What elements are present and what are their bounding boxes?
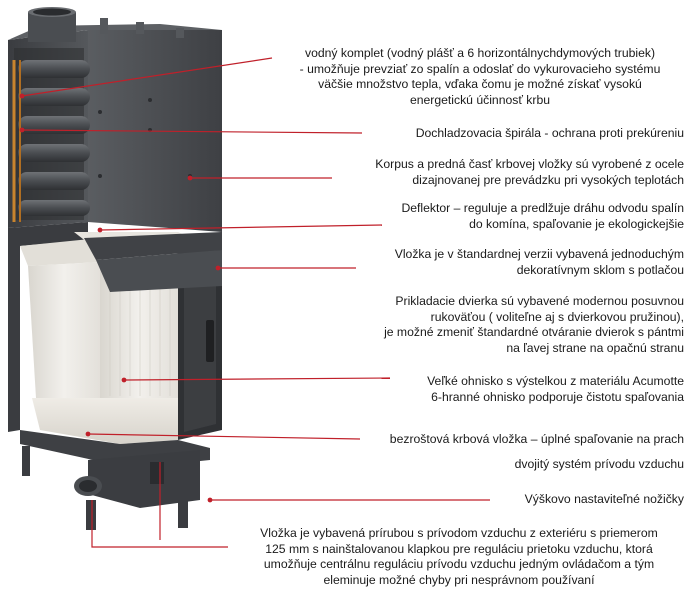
callout-water-set: vodný komplet (vodný plášť a 6 horizontá… [276,46,684,108]
flue-outlet [28,7,76,42]
callout-firebox-line-2: 6-hranné ohnisko podporuje čistotu spaľo… [431,389,684,404]
firebox-body [8,222,210,468]
callout-air-flange-line-3: umožňuje centrálnu reguláciu prívodu vzd… [263,557,655,572]
callout-body-steel-line-1: Korpus a predná časť krbovej vložky sú v… [375,157,684,171]
callout-glass-line-1: Vložka je v štandardnej verzii vybavená … [394,247,684,261]
callout-dual-air-line-1: dvojitý systém prívodu vzduchu [514,457,684,471]
callout-water-set-line-4: energetickú účinnosť krbu [409,92,551,107]
callout-firebox: Veľké ohnisko s výstelkou z materiálu Ac… [390,374,684,405]
leader-lines [21,57,490,548]
callout-deflector-line-2: do komína, spaľovanie je ekologickejšie [469,216,684,231]
callout-feet-line-1: Výškovo nastaviteľné nožičky [524,492,684,506]
callout-body-steel-line-2: dizajnovanej pre prevádzku pri vysokých … [412,172,684,187]
panel-rivets [98,98,192,178]
adjustable-feet [22,446,188,530]
leader-dots [19,93,221,503]
callout-door-line-2: rukoväťou ( voliteľne aj s dvierkovou pr… [430,309,684,324]
callout-door-line-3: je možné zmeniť štandardné otváranie dvi… [384,325,684,340]
callout-firebox-line-1: Veľké ohnisko s výstelkou z materiálu Ac… [427,374,684,388]
callout-glass: Vložka je v štandardnej verzii vybavená … [356,247,684,278]
callout-deflector: Deflektor – reguluje a predlžuje dráhu o… [380,201,684,232]
callout-air-flange: Vložka je vybavená prírubou s prívodom v… [226,526,692,588]
callout-door-line-1: Prikladacie dvierka sú vybavené modernou… [395,294,684,308]
leader-water-set [21,57,273,97]
smoke-tubes [18,60,90,216]
callout-grateless: bezroštová krbová vložka – úplné spaľova… [360,432,684,448]
callout-door-line-4: na ľavej strane na opačnú stranu [506,340,684,355]
callout-cooling-coil-line-1: Dochladzovacia špirála - ochrana proti p… [415,126,684,140]
callout-grateless-line-1: bezroštová krbová vložka – úplné spaľova… [389,432,684,446]
callout-deflector-line-1: Deflektor – reguluje a predlžuje dráhu o… [401,201,684,215]
leader-grateless [87,433,361,440]
callout-glass-line-2: dekoratívnym sklom s potlačou [516,262,684,277]
callout-air-flange-line-1: Vložka je vybavená prírubou s prívodom v… [260,526,658,540]
top-connection-pipes [100,18,184,38]
callout-dual-air: dvojitý systém prívodu vzduchu [400,457,684,473]
callout-water-set-line-3: väčšie množstvo tepla, vďaka čomu je mož… [318,77,642,92]
callout-feet: Výškovo nastaviteľné nožičky [490,492,684,508]
callout-door: Prikladacie dvierka sú vybavené modernou… [336,294,684,356]
leader-air-flange [91,500,228,548]
callout-water-set-line-1: vodný komplet (vodný plášť a 6 horizontá… [304,46,656,60]
leader-deflector [99,224,383,231]
air-intake-box [88,450,200,508]
callout-body-steel: Korpus a predná časť krbovej vložky sú v… [336,157,684,188]
leader-firebox [123,377,391,381]
callout-air-flange-line-4: eleminuje možné chyby pri nesprávnom pou… [323,572,595,587]
callout-cooling-coil: Dochladzovacia špirála - ochrana proti p… [360,126,684,142]
top-frame-rail [84,232,222,292]
callout-water-set-line-2: - umožňuje prevziať zo spalín a odoslať … [299,61,661,76]
air-flange [74,476,102,496]
cooling-coil [12,60,21,222]
callout-air-flange-line-2: 125 mm s nainštalovanou klapkou pre regu… [265,541,653,556]
leader-cooling-coil [21,129,363,134]
